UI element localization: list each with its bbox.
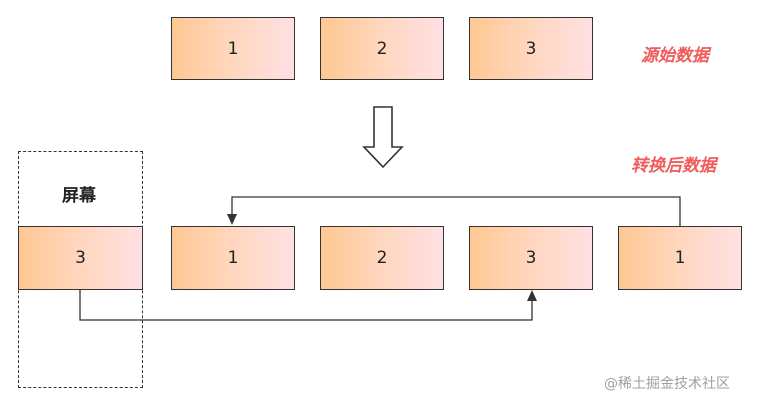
source-box-1-label: 1 (227, 38, 239, 59)
wrap-connector-bottom (79, 290, 533, 321)
converted-box-3-label: 3 (525, 248, 537, 268)
source-data-label: 源始数据 (641, 46, 709, 66)
source-box-2: 2 (320, 17, 444, 80)
converted-box-1: 1 (171, 226, 295, 290)
watermark-text: @稀土掘金技术社区 (604, 376, 730, 392)
converted-box-1-label: 1 (227, 248, 239, 268)
converted-data-label: 转换后数据 (631, 156, 716, 176)
source-box-3: 3 (469, 17, 593, 80)
screen-title: 屏幕 (62, 186, 96, 206)
down-arrow-icon (362, 106, 404, 169)
wrap-connector-top-arrowhead (227, 214, 237, 225)
wrap-connector-top (231, 196, 681, 226)
source-box-1: 1 (171, 17, 295, 80)
converted-box-2: 2 (320, 226, 444, 290)
source-box-2-label: 2 (376, 38, 388, 59)
converted-box-4-label: 1 (674, 248, 686, 268)
source-box-3-label: 3 (525, 38, 537, 59)
converted-box-4: 1 (618, 226, 742, 290)
wrap-connector-bottom-arrowhead (527, 290, 537, 301)
converted-box-2-label: 2 (376, 248, 388, 268)
converted-box-3: 3 (469, 226, 593, 290)
screen-box: 3 (18, 226, 143, 290)
screen-box-label: 3 (75, 248, 86, 268)
